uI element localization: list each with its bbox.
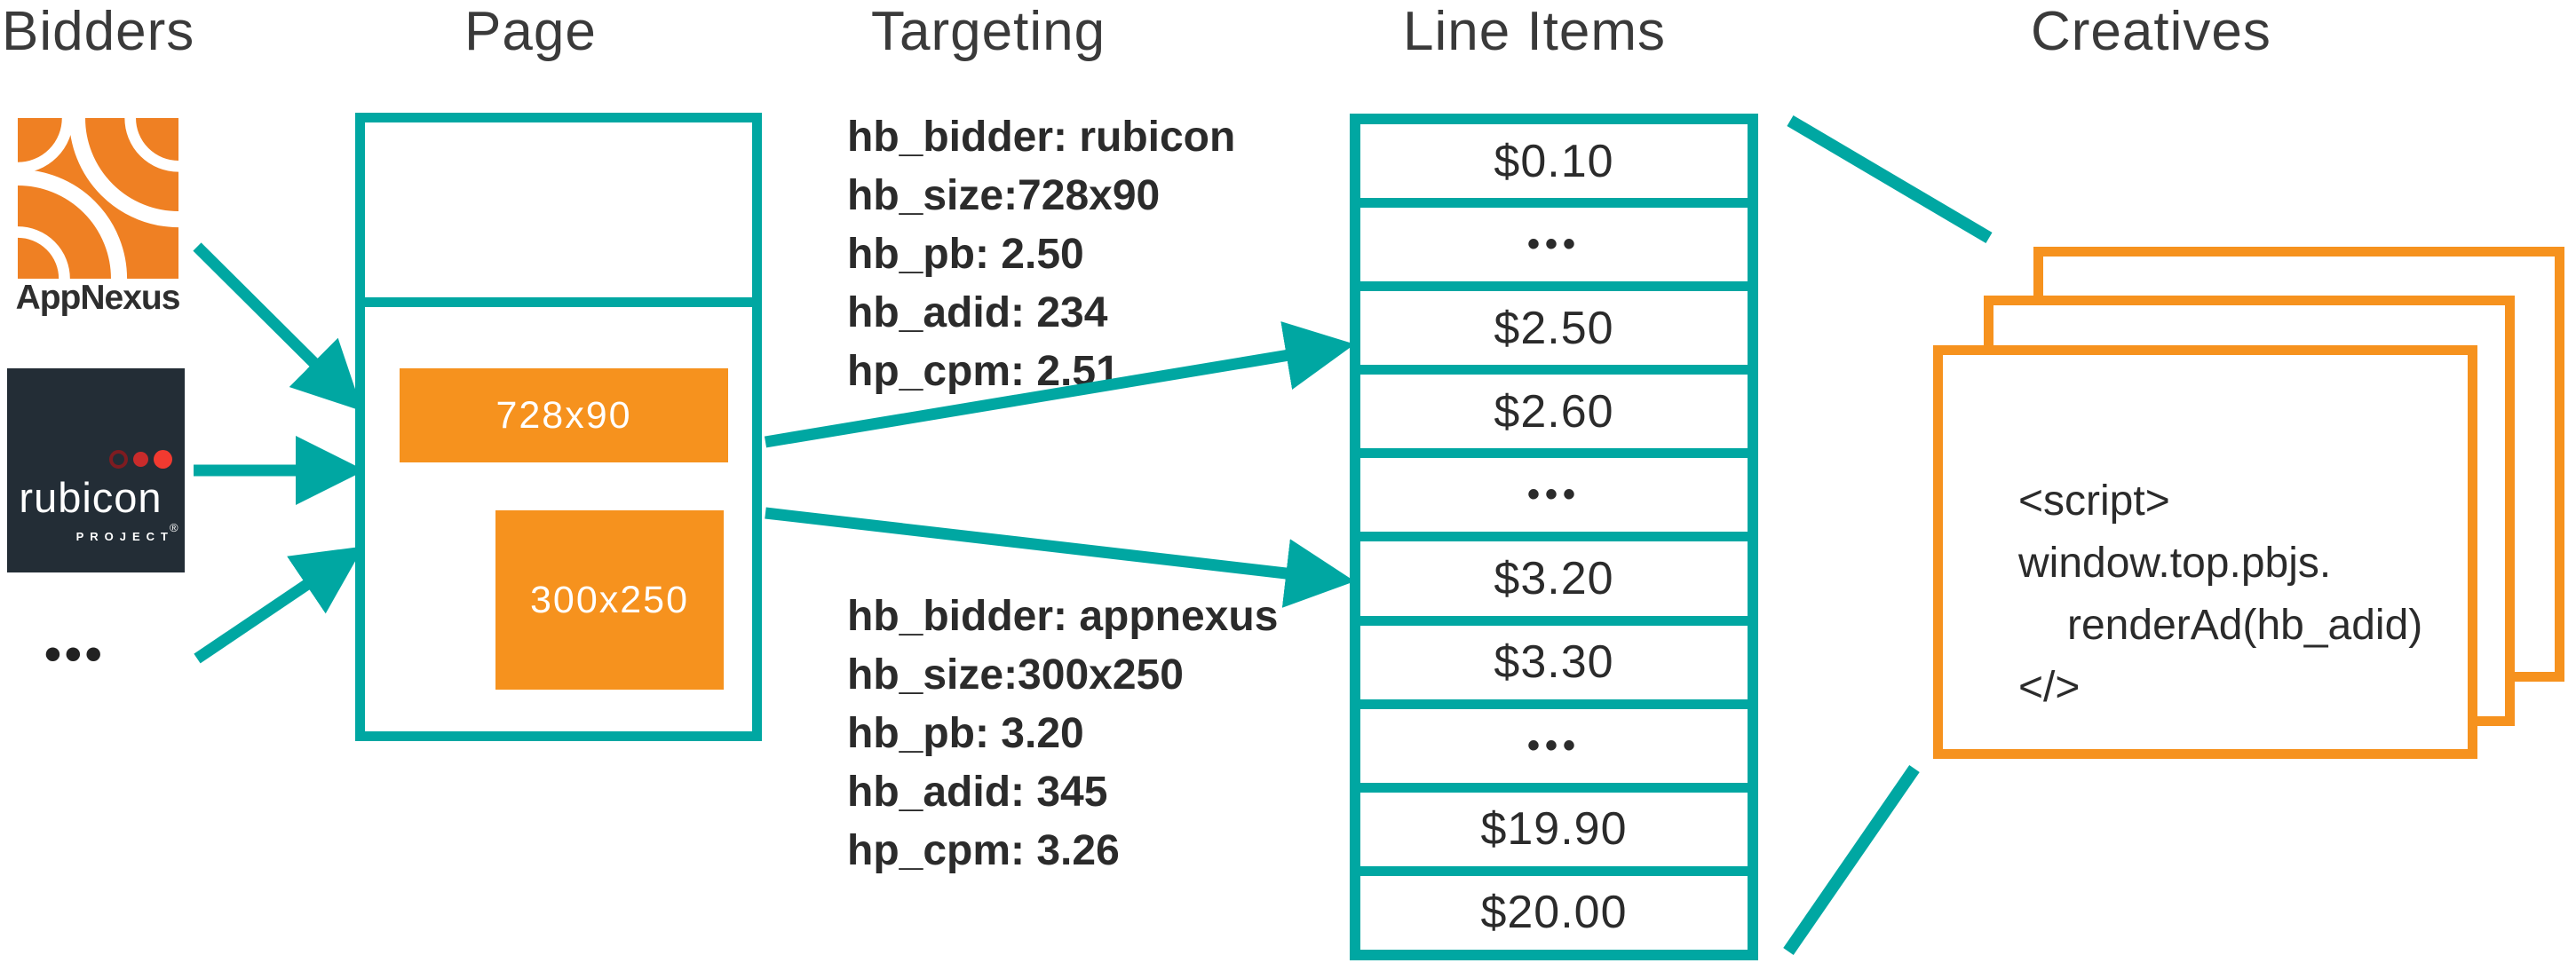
line-item-row: $3.30 — [1360, 625, 1748, 699]
code-line: <script> — [2018, 478, 2170, 525]
line-item-row: $0.10 — [1360, 124, 1748, 199]
targeting-line: hb_size:300x250 — [847, 651, 1184, 699]
ad-slot-300x250: 300x250 — [495, 510, 724, 690]
column-header-creatives: Creatives — [2031, 1, 2271, 62]
code-line: renderAd(hb_adid) — [2067, 602, 2423, 649]
targeting-block-appnexus: hb_bidder: appnexus hb_size:300x250 hb_p… — [847, 588, 1380, 880]
line-lineitems-to-creatives-top — [1787, 114, 1993, 244]
arrow-more-to-page — [194, 546, 364, 664]
column-header-page: Page — [464, 1, 597, 62]
rubicon-project-label: PROJECT — [75, 530, 174, 543]
code-line: window.top.pbjs. — [2018, 540, 2332, 587]
creative-card-front: <script> window.top.pbjs. renderAd(hb_ad… — [1933, 345, 2477, 759]
rubicon-dots — [109, 450, 172, 469]
line-item-row: $19.90 — [1360, 792, 1748, 866]
rubicon-dot-mid-icon — [133, 452, 148, 467]
rubicon-wordmark: rubicon — [19, 474, 162, 521]
rubicon-dot-bright-icon — [154, 450, 172, 469]
line-items-table: $0.10 ••• $2.50 $2.60 ••• $3.20 $3.30 ••… — [1350, 114, 1758, 960]
targeting-line: hp_cpm: 3.26 — [847, 827, 1120, 874]
targeting-line: hb_pb: 3.20 — [847, 710, 1084, 757]
line-item-row: $2.60 — [1360, 375, 1748, 449]
targeting-line: hb_adid: 234 — [847, 289, 1108, 336]
targeting-line: hp_cpm: 2.51 — [847, 348, 1120, 395]
ad-slot-300x250-label: 300x250 — [530, 578, 689, 621]
arrow-appnexus-to-page — [193, 242, 363, 412]
line-item-row: $2.50 — [1360, 291, 1748, 366]
code-line: </> — [2018, 664, 2081, 711]
line-item-row: ••• — [1360, 208, 1748, 282]
rubicon-logo: rubicon ® PROJECT — [7, 368, 185, 572]
column-header-bidders: Bidders — [2, 1, 195, 62]
targeting-line: hb_bidder: rubicon — [847, 114, 1236, 161]
line-item-row: $3.20 — [1360, 541, 1748, 616]
line-item-row: $20.00 — [1360, 875, 1748, 950]
creative-code: <script> window.top.pbjs. renderAd(hb_ad… — [2018, 470, 2422, 719]
line-item-row: ••• — [1360, 708, 1748, 783]
rubicon-dot-ring-icon — [109, 450, 128, 469]
targeting-line: hb_bidder: appnexus — [847, 593, 1279, 640]
ad-slot-728x90: 728x90 — [400, 368, 728, 462]
column-header-line-items: Line Items — [1403, 1, 1667, 62]
ad-slot-728x90-label: 728x90 — [495, 393, 632, 437]
line-lineitems-to-creatives-bottom — [1783, 765, 1920, 955]
column-header-targeting: Targeting — [871, 1, 1106, 62]
targeting-line: hb_pb: 2.50 — [847, 231, 1084, 278]
registered-mark: ® — [170, 521, 178, 534]
more-bidders-ellipsis: ••• — [44, 628, 106, 681]
page-header-section — [365, 122, 752, 307]
line-item-row: ••• — [1360, 458, 1748, 533]
arrow-page-to-lineitem-320 — [765, 507, 1355, 608]
targeting-block-rubicon: hb_bidder: rubicon hb_size:728x90 hb_pb:… — [847, 108, 1380, 401]
targeting-line: hb_adid: 345 — [847, 769, 1108, 816]
targeting-line: hb_size:728x90 — [847, 172, 1161, 219]
appnexus-logo — [18, 118, 178, 279]
appnexus-label: AppNexus — [15, 279, 181, 317]
